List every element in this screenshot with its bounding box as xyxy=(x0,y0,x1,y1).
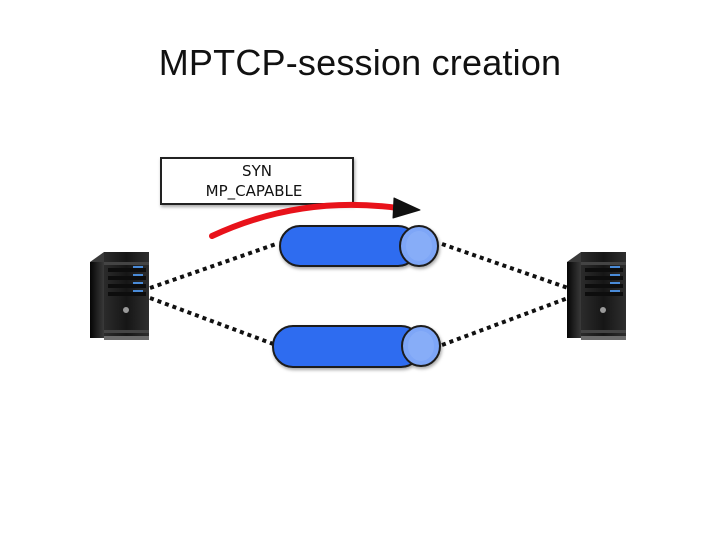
server-icon-left xyxy=(90,252,149,340)
packet-label-syn: SYN xyxy=(242,162,272,180)
server-icon-right xyxy=(567,252,626,340)
packet-label-mp-capable: MP_CAPABLE xyxy=(206,182,303,201)
links xyxy=(149,242,569,347)
syn-arrow xyxy=(209,197,421,239)
link-right-top xyxy=(441,242,569,290)
link-left-bottom xyxy=(149,296,277,347)
link-left-top xyxy=(149,242,277,290)
link-right-bottom xyxy=(441,296,569,347)
slide-title: MPTCP-session creation xyxy=(158,42,562,83)
subflow-tunnel-bottom xyxy=(272,325,441,368)
packet-label-box: SYN MP_CAPABLE xyxy=(160,157,354,205)
subflow-tunnel-top xyxy=(279,225,439,267)
